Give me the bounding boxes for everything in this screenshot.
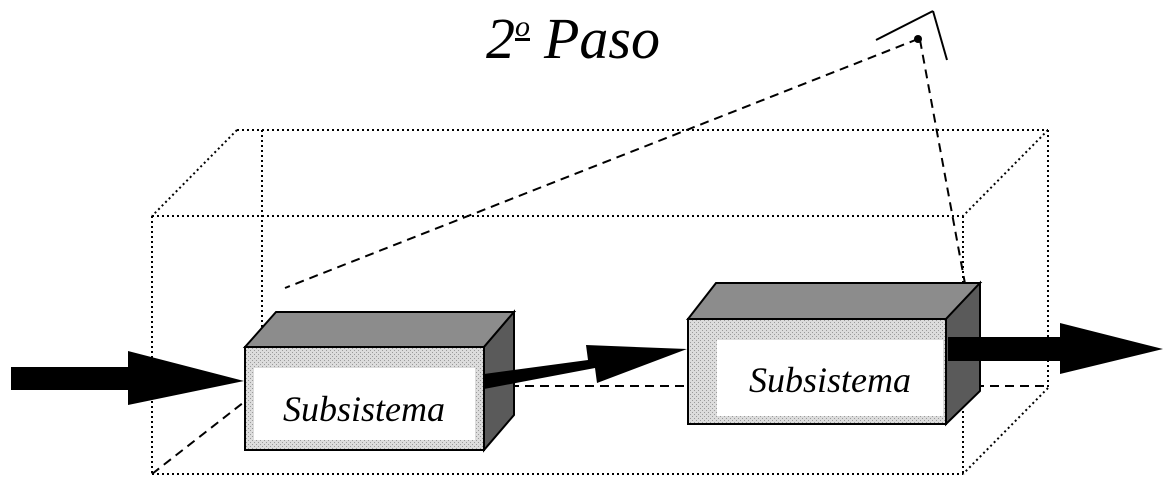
- subsystem-1-label-background: [254, 368, 475, 440]
- sight-line-right: [919, 39, 969, 301]
- diagram-title: 2o Paso: [486, 6, 660, 71]
- subsystem-box-2: Subsistema: [685, 280, 983, 427]
- sight-line-left: [284, 38, 919, 289]
- system-boundary-box: [151, 129, 1049, 475]
- title-word: Paso: [543, 6, 660, 71]
- output-arrow: [948, 323, 1163, 374]
- title-ordinal: o: [515, 10, 530, 43]
- subsystem-2-top-face: [685, 282, 983, 320]
- connecting-arrow: [484, 345, 687, 389]
- subsystem-2-label-background: [717, 340, 943, 416]
- input-arrow: [11, 351, 244, 405]
- subsystem-1-top-face: [242, 311, 517, 348]
- subsystem-box-1: Subsistema: [242, 309, 517, 453]
- subsystem-2-label: Subsistema: [749, 360, 911, 400]
- sight-lines: [151, 38, 1048, 475]
- eye-icon: [875, 10, 948, 61]
- hidden-diagonal-edge: [151, 387, 263, 475]
- subsystem-1-label: Subsistema: [283, 389, 445, 429]
- title-number: 2: [486, 6, 515, 71]
